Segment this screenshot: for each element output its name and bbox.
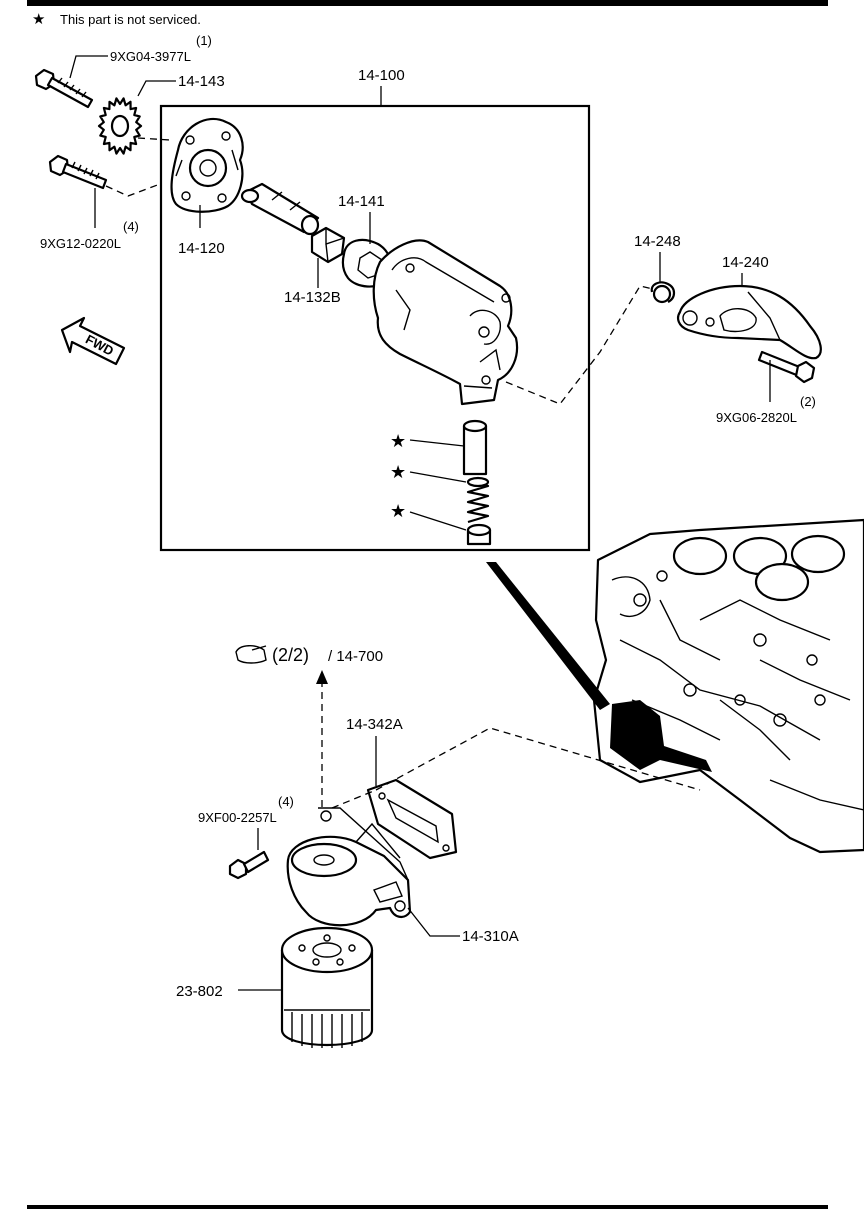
strainer-label: 14-240 (722, 254, 769, 271)
sprocket-bolt-leader (69, 55, 108, 79)
filter-body-label: 14-310A (462, 928, 519, 945)
pump-bolt-label: 9XG12-0220L (40, 236, 121, 251)
outer-rotor-label: 14-141 (338, 193, 385, 210)
gasket-label: 14-342A (346, 716, 403, 733)
pump-bolt (48, 154, 108, 190)
relief-plunger (462, 419, 488, 476)
strainer-clip (650, 281, 676, 304)
ref-page-label: (2/2) (272, 645, 309, 665)
oil-pump-body (372, 239, 519, 406)
sprocket-leader (137, 80, 176, 97)
strainer-bolt (757, 350, 816, 384)
oil-filter-label: 23-802 (176, 983, 223, 1000)
star-icon: ★ (390, 462, 406, 482)
star-icon: ★ (390, 501, 406, 521)
ref-arrow-head (316, 670, 328, 684)
strainer-bolt-label: 9XG06-2820L (716, 410, 797, 425)
inner-rotor (310, 226, 346, 264)
star-icon: ★ (32, 11, 45, 28)
ref-part-label: / 14-700 (328, 648, 383, 665)
assembly-frame (159, 104, 591, 552)
star-icon: ★ (390, 431, 406, 451)
clip-label: 14-248 (634, 233, 681, 250)
plug-leader (409, 511, 467, 531)
pump-bolt-qty: (4) (123, 219, 139, 234)
filter-body-leader (407, 907, 460, 937)
top-rule (27, 0, 828, 6)
sprocket-bolt-qty: (1) (196, 33, 212, 48)
fwd-arrow-icon: FWD (60, 316, 126, 366)
bolt-dashed-path (105, 137, 171, 197)
oil-pump-sprocket (97, 97, 143, 155)
filter-bolt-label: 9XF00-2257L (198, 810, 277, 825)
filter-body-gasket (366, 778, 458, 860)
filter-dashed-path (331, 727, 701, 809)
location-pointer (486, 562, 610, 710)
pump-location-highlight (610, 700, 712, 772)
pump-cover (170, 117, 244, 213)
hand-pointer-icon (235, 645, 267, 664)
cover-label: 14-120 (178, 240, 225, 257)
sprocket-hub (110, 114, 130, 138)
strainer-dashed-path (505, 285, 667, 405)
oil-filter-body (286, 807, 412, 927)
sprocket-bolt (34, 68, 94, 109)
filter-body-bolt (228, 850, 270, 880)
relief-plug (466, 523, 492, 546)
assembly-label: 14-100 (358, 67, 405, 84)
inner-rotor-label: 14-132B (284, 289, 341, 306)
oil-filter (280, 926, 374, 1048)
spring-leader (409, 471, 467, 483)
sprocket-label: 14-143 (178, 73, 225, 90)
relief-spring (466, 476, 490, 524)
sprocket-bolt-label: 9XG04-3977L (110, 49, 191, 64)
engine-block (592, 518, 864, 854)
pump-shaft (240, 182, 320, 236)
strainer-bolt-qty: (2) (800, 394, 816, 409)
oil-strainer (677, 284, 822, 360)
plunger-leader (409, 439, 465, 447)
filter-bolt-qty: (4) (278, 794, 294, 809)
header-note: This part is not serviced. (60, 12, 201, 27)
bottom-rule (27, 1205, 828, 1209)
